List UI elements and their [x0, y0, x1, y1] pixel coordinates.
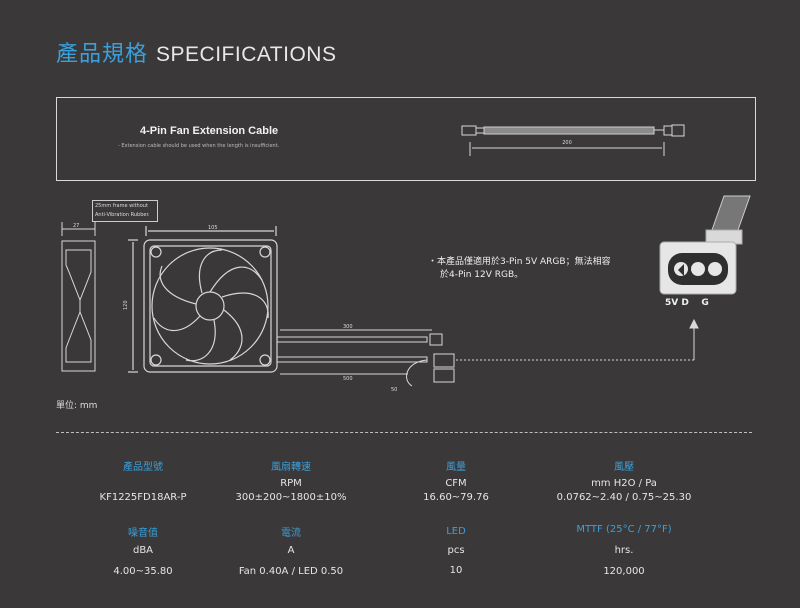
dim-width: 105 [208, 225, 218, 231]
fan-side-view [61, 222, 96, 372]
spec-led-value: 10 [449, 565, 463, 576]
argb-note-line2: 於4-Pin 12V RGB。 [440, 270, 524, 280]
spec-noise-value: 4.00~35.80 [113, 566, 173, 577]
extension-cable-drawing [461, 124, 685, 156]
spec-speed-unit: RPM [280, 478, 302, 489]
section-divider [56, 432, 752, 433]
unit-label: 單位: mm [56, 401, 98, 411]
argb-pin-labels: 5V D G [665, 298, 709, 308]
spec-mttf-unit: hrs. [614, 545, 634, 556]
page-title-en: SPECIFICATIONS [156, 43, 337, 66]
cable-note: - Extension cable should be used when th… [118, 143, 280, 149]
frame-note: 25mm frame without Anti-Vibration Rubber… [92, 200, 158, 222]
argb-connector [659, 195, 751, 295]
dim-split: 50 [391, 387, 397, 393]
spec-noise-label: 噪音值 [128, 528, 158, 539]
cable-title: 4-Pin Fan Extension Cable [140, 125, 279, 137]
page-title-cn: 產品規格 [56, 42, 149, 67]
dim-thickness: 27 [73, 223, 79, 229]
argb-compat-note: ・本產品僅適用於3-Pin 5V ARGB；無法相容 於4-Pin 12V RG… [428, 256, 611, 282]
spec-model-label: 產品型號 [123, 462, 163, 473]
cable-length-label: 200 [562, 140, 572, 146]
spec-current-label: 電流 [281, 528, 301, 539]
spec-noise-unit: dBA [132, 545, 154, 556]
page-title: 產品規格 SPECIFICATIONS [56, 36, 336, 68]
dim-cable-argb: 500 [343, 376, 353, 382]
spec-pressure-unit: mm H2O / Pa [591, 478, 657, 489]
spec-airflow-value: 16.60~79.76 [423, 492, 489, 503]
spec-speed-label: 風扇轉速 [271, 462, 311, 473]
argb-note-line1: ・本產品僅適用於3-Pin 5V ARGB；無法相容 [428, 257, 611, 267]
fan-cables [276, 318, 699, 387]
spec-current-unit: A [287, 545, 295, 556]
spec-mttf-label: MTTF (25°C / 77°F) [576, 524, 672, 535]
fan-front-view [128, 226, 278, 373]
extension-cable-panel [56, 97, 756, 181]
spec-led-label: LED [446, 526, 466, 537]
spec-pressure-label: 風壓 [614, 462, 634, 473]
spec-airflow-unit: CFM [445, 478, 467, 489]
spec-airflow-label: 風量 [446, 462, 466, 473]
spec-led-unit: pcs [447, 545, 465, 556]
spec-pressure-value: 0.0762~2.40 / 0.75~25.30 [556, 492, 692, 503]
dim-height: 120 [123, 300, 129, 310]
spec-model-value: KF1225FD18AR-P [99, 492, 187, 503]
spec-speed-value: 300±200~1800±10% [235, 492, 347, 503]
spec-current-value: Fan 0.40A / LED 0.50 [238, 566, 344, 577]
spec-mttf-value: 120,000 [603, 566, 645, 577]
dim-cable-fan: 300 [343, 324, 353, 330]
